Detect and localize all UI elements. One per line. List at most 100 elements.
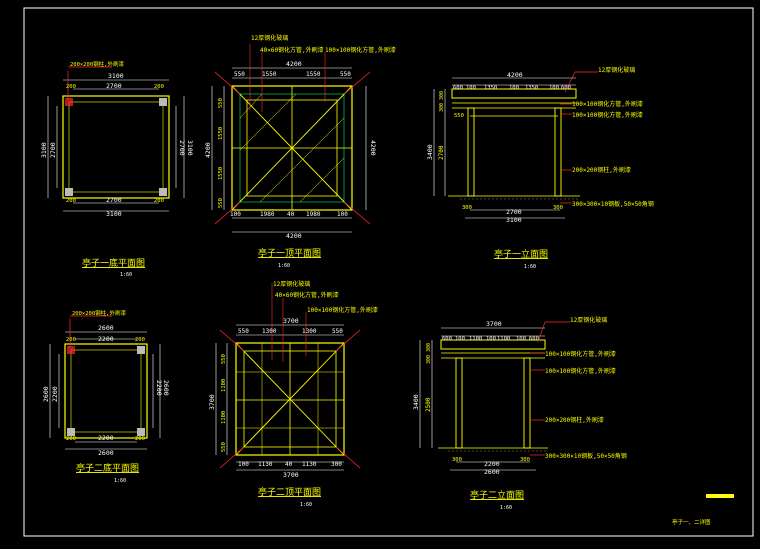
p1-base-title: 亭子一底平面图 [82, 257, 145, 269]
p1-base-dim-corner: 200 [66, 84, 76, 90]
p2-elev-title: 亭子二立面图 [470, 489, 524, 501]
p1-base-scale: 1:60 [120, 272, 132, 278]
p1-top-dim-left-3: 1550 [218, 167, 224, 180]
p1-elev-dim-row-4: 100 [509, 85, 519, 91]
p2-top-dim-left-2: 1100 [221, 379, 227, 392]
p2-base-dim-top: 2600 [98, 324, 114, 332]
p1-top-dim-row-1: 550 [234, 71, 245, 78]
p1-top-dim-bottom-3: 40 [287, 211, 295, 218]
p2-elev-scale: 1:60 [500, 505, 512, 511]
p1-base-dim-right-inner: 2700 [178, 140, 186, 156]
p2-base-dim-left-inner: 2200 [51, 386, 59, 402]
p1-base-dim-right: 3100 [186, 140, 194, 156]
p2-elev-note-beam-1: 100×100钢化方管,外刷漆 [545, 350, 616, 358]
p1-base-dim-top: 3100 [108, 72, 124, 80]
p2-base-dim-corner-2: 200 [135, 337, 145, 343]
p2-elev-dim-height: 3400 [412, 394, 420, 410]
p1-top-dim-left: 4200 [204, 142, 212, 158]
p1-elev-dim-bottom-mid: 2700 [506, 208, 522, 216]
p1-elev-note-beam-1: 100×100钢化方管,外刷漆 [572, 100, 643, 108]
p1-top-note-beam100: 100×100钢化方管,外刷漆 [325, 46, 396, 54]
sheet-frame [23, 7, 754, 537]
p1-elev-dim-row-3: 1350 [484, 85, 497, 91]
p2-base-dim-corner-3: 200 [66, 436, 76, 442]
p2-top-note-beam100: 100×100钢化方管,外刷漆 [307, 306, 378, 314]
p1-top-dim-row-2: 1550 [262, 71, 277, 78]
p1-elev-dim-row-7: 600 [561, 85, 571, 91]
p2-elev-dim-base-l: 300 [452, 457, 462, 463]
p2-base-title: 亭子二底平面图 [76, 462, 139, 474]
p1-elev-dim-base-r: 300 [553, 205, 563, 211]
p1-top-dim-bottom-2: 1980 [260, 211, 275, 218]
p1-elev-dim-side: 550 [454, 113, 464, 119]
p2-elev-note-base: 300×300×10钢板,50×50角钢 [545, 452, 627, 460]
p2-top-scale: 1:60 [300, 502, 312, 508]
p1-top-title: 亭子一顶平面图 [258, 247, 321, 259]
p1-base-dim-bottom: 3100 [106, 210, 122, 218]
p2-top-title: 亭子二顶平面图 [258, 486, 321, 498]
p1-top-dim-left-1: 550 [218, 98, 224, 108]
p2-top-dim-row-2: 1300 [262, 328, 277, 335]
p2-base-dim-corner-4: 200 [135, 436, 145, 442]
p1-elev-dim-left-1: 300 [439, 91, 445, 100]
p1-elev-dim-row-5: 1350 [525, 85, 538, 91]
p1-elev-dim-left-2: 300 [439, 103, 445, 112]
p1-base-dim-mid: 2700 [106, 82, 122, 90]
p1-elev-note-glass: 12厚钢化玻璃 [598, 66, 635, 74]
p2-elev-note-glass: 12厚钢化玻璃 [570, 316, 607, 324]
p1-elev-title: 亭子一立面图 [494, 248, 548, 260]
p1-base-dim-corner-2: 200 [154, 84, 164, 90]
p2-elev-dim-bottom-total: 2600 [484, 468, 500, 476]
legend-swatch [706, 494, 734, 498]
p2-elev-dim-overall: 3700 [486, 320, 502, 328]
p2-top-plan [215, 283, 361, 471]
p2-base-dim-right-inner: 2200 [155, 380, 163, 396]
p2-elev-dim-row-3: 1100 [469, 336, 482, 342]
p1-elev-scale: 1:60 [524, 264, 536, 270]
p1-top-dim-right: 4200 [369, 140, 377, 156]
p2-base-note: 200×200钢柱,外刷漆 [72, 309, 126, 317]
p2-elev-note-col: 200×200钢柱,外刷漆 [545, 416, 604, 424]
p2-top-dim-bottom-5: 300 [331, 461, 342, 468]
p1-base-dim-corner-3: 200 [66, 198, 76, 204]
p2-base-scale: 1:60 [114, 478, 126, 484]
p1-base-dim-bottom-mid: 2700 [106, 196, 122, 204]
p1-top-note-glass: 12厚钢化玻璃 [251, 34, 288, 42]
p2-top-note-beam40: 40×60钢化方管,外刷漆 [275, 291, 339, 299]
p2-top-dim-left-1: 550 [221, 354, 227, 364]
p2-top-dim-bottom-2: 1130 [258, 461, 273, 468]
p2-elev-dim-row-2: 100 [455, 336, 465, 342]
p1-top-dim-left-4: 550 [218, 198, 224, 208]
p1-elev-dim-bottom-total: 3100 [506, 216, 522, 224]
p1-elev-dim-height: 3400 [426, 144, 434, 160]
p2-elev-dim-row-4: 100 [486, 336, 496, 342]
p2-top-dim-left-3: 1100 [221, 411, 227, 424]
p2-base-plan [49, 315, 161, 450]
p2-top-dim-bottom-overall: 3700 [283, 471, 299, 479]
p2-elev-dim-left-3: 2500 [425, 397, 432, 412]
p1-top-note-beam40: 40×60钢化方管,外刷漆 [260, 46, 324, 54]
p2-elevation [419, 321, 570, 471]
p1-top-dim-overall: 4200 [286, 60, 302, 68]
p2-base-dim-mid: 2200 [98, 335, 114, 343]
p1-top-dim-bottom-1: 100 [230, 211, 241, 218]
p2-base-dim-corner: 200 [66, 337, 76, 343]
p1-top-dim-bottom-4: 1980 [306, 211, 321, 218]
p1-elev-dim-row-2: 100 [466, 85, 476, 91]
p2-base-dim-bottom: 2600 [98, 449, 114, 457]
p2-top-dim-row-3: 1300 [302, 328, 317, 335]
p2-elev-dim-row-7: 600 [529, 336, 539, 342]
p1-elev-note-base: 300×300×10钢板,50×50角钢 [572, 200, 654, 208]
p2-elev-dim-bottom-mid: 2200 [484, 460, 500, 468]
p2-elev-dim-left-1: 300 [426, 343, 432, 352]
p2-top-dim-left-4: 550 [221, 442, 227, 452]
p2-elev-dim-row-1: 600 [442, 336, 452, 342]
p2-elev-dim-row-6: 100 [516, 336, 526, 342]
p2-base-dim-right: 2600 [162, 380, 170, 396]
p1-top-dim-left-2: 1550 [218, 127, 224, 140]
p1-elevation [433, 71, 598, 219]
p2-top-dim-row-4: 550 [332, 328, 343, 335]
legend-label: 亭子一、二详图 [672, 518, 711, 526]
p1-elev-dim-row-1: 600 [453, 85, 463, 91]
